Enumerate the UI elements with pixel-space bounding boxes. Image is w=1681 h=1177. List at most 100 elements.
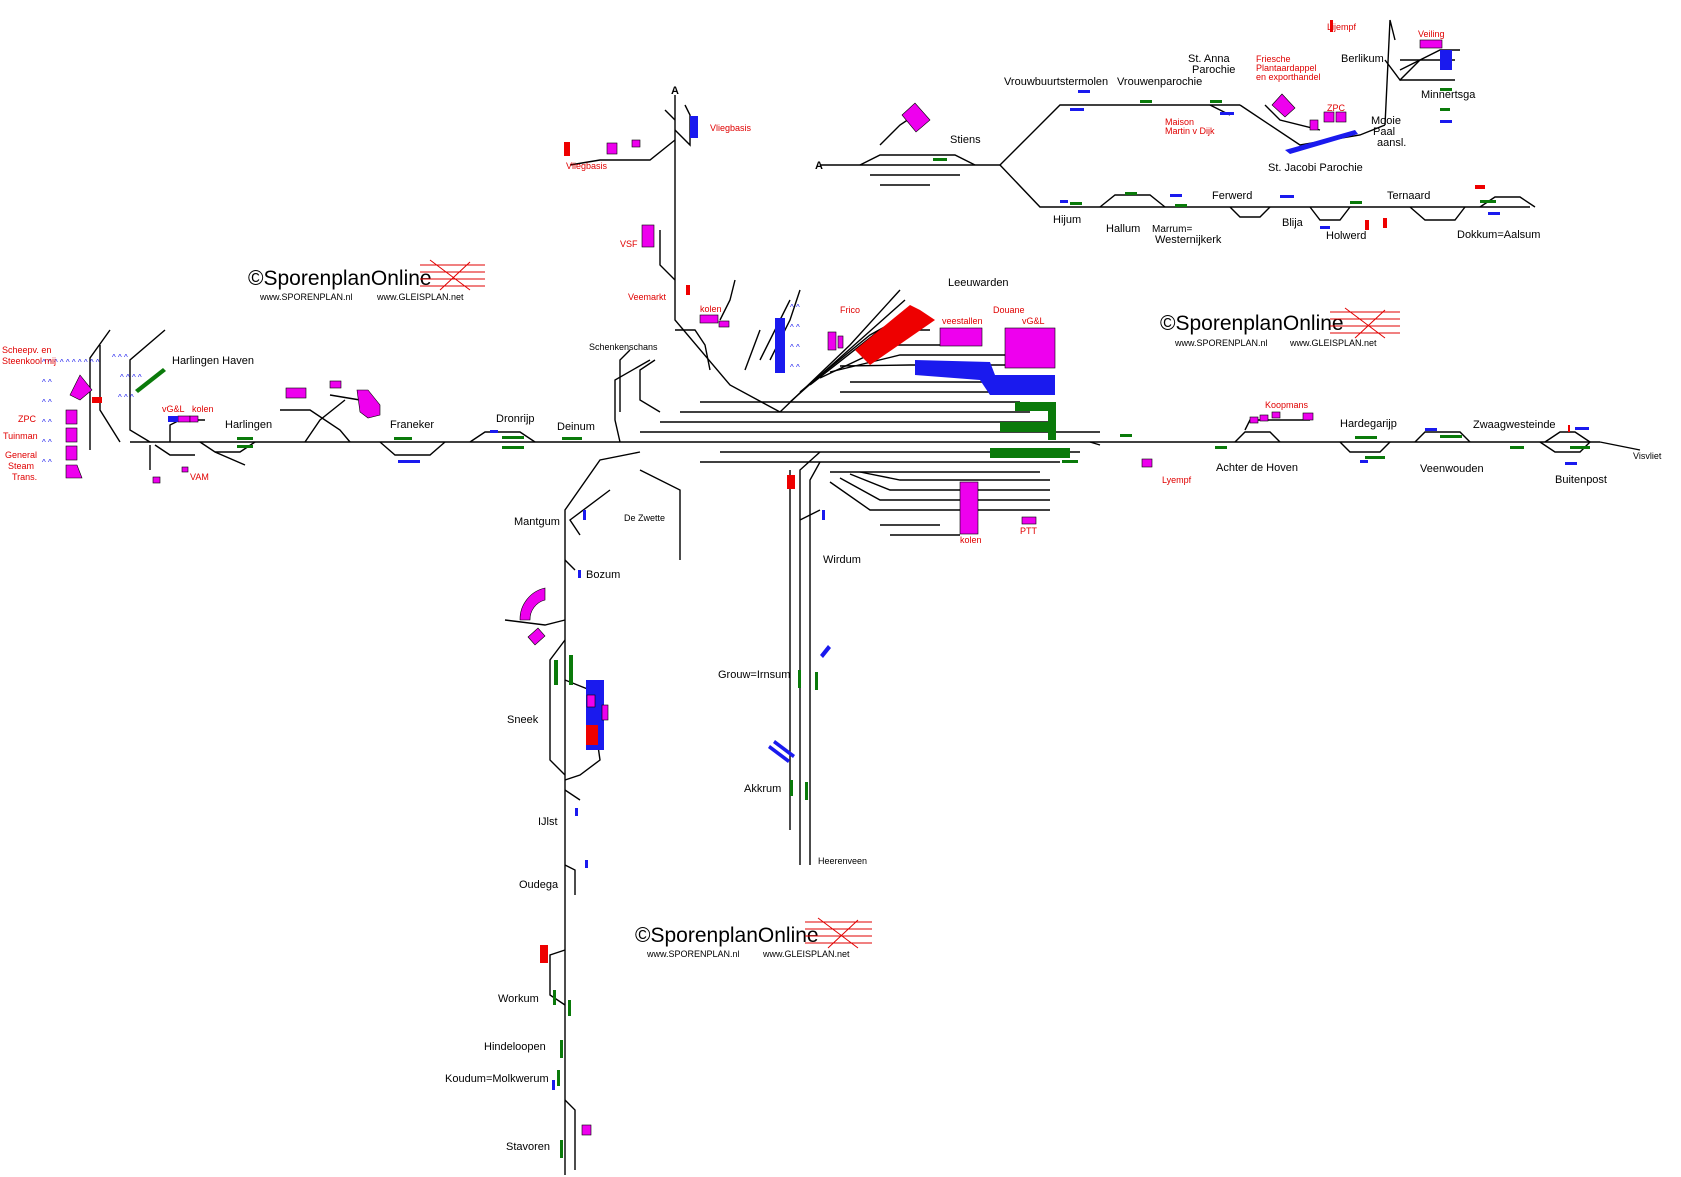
label-de-zwette: De Zwette — [624, 513, 665, 523]
label-veenwouden: Veenwouden — [1420, 463, 1484, 475]
label-buitenpost: Buitenpost — [1555, 474, 1607, 486]
label-grouw: Grouw=Irnsum — [718, 669, 790, 681]
watermark-url: www.SPORENPLAN.nl — [1174, 338, 1268, 348]
label-ptt: PTT — [1020, 526, 1038, 536]
industry-blocks — [65, 20, 1570, 1136]
label-marrum: Westernijkerk — [1155, 234, 1222, 246]
watermark-3: ©SporenplanOnline www.SPORENPLAN.nl www.… — [635, 917, 872, 959]
label-vam: VAM — [190, 472, 209, 482]
label-kolen: kolen — [960, 535, 982, 545]
label-mantgum: Mantgum — [514, 516, 560, 528]
label-dokkum: Dokkum=Aalsum — [1457, 229, 1540, 241]
track-network — [89, 19, 1641, 1175]
watermark-brand: ©SporenplanOnline — [248, 267, 432, 290]
label-ijlst: IJlst — [538, 816, 558, 828]
label-oudega: Oudega — [519, 879, 559, 891]
label-vliegbasis: Vliegbasis — [566, 161, 608, 171]
label-koopmans: Koopmans — [1265, 400, 1309, 410]
label-hallum: Hallum — [1106, 223, 1140, 235]
watermark-1: ©SporenplanOnline www.SPORENPLAN.nl www.… — [248, 259, 485, 302]
label-veiling: Veiling — [1418, 29, 1445, 39]
label-veestallen: veestallen — [942, 316, 983, 326]
svg-text:^ ^ ^ ^ ^ ^ ^ ^ ^ ^: ^ ^ ^ ^ ^ ^ ^ ^ ^ ^ — [42, 358, 100, 367]
label-douane: Douane — [993, 305, 1025, 315]
label-scheepv: Steenkool mij — [2, 356, 56, 366]
svg-text:^ ^ ^ ^: ^ ^ ^ ^ — [120, 373, 142, 382]
label-wirdum: Wirdum — [823, 554, 861, 566]
svg-text:^ ^: ^ ^ — [42, 418, 52, 427]
label-blija: Blija — [1282, 217, 1304, 229]
label-kolen: kolen — [700, 304, 722, 314]
label-general-steam: Steam — [8, 461, 34, 471]
watermark-url: www.SPORENPLAN.nl — [259, 292, 353, 302]
watermark-url: www.GLEISPLAN.net — [762, 949, 850, 959]
label-dronrijp: Dronrijp — [496, 413, 535, 425]
svg-text:^ ^: ^ ^ — [790, 363, 800, 372]
label-heerenveen: Heerenveen — [818, 856, 867, 866]
label-holwerd: Holwerd — [1326, 230, 1366, 242]
label-junction-a: A — [815, 160, 823, 172]
label-vsf: VSF — [620, 239, 638, 249]
watermark-brand: ©SporenplanOnline — [1160, 312, 1344, 335]
label-visvliet: Visvliet — [1633, 451, 1662, 461]
label-maison: Maison — [1165, 117, 1194, 127]
label-marrum: Marrum= — [1152, 224, 1192, 235]
label-leeuwarden: Leeuwarden — [948, 277, 1009, 289]
label-bozum: Bozum — [586, 569, 620, 581]
watermark-url: www.GLEISPLAN.net — [376, 292, 464, 302]
label-zwaagwesteinde: Zwaagwesteinde — [1473, 419, 1556, 431]
svg-text:^ ^: ^ ^ — [42, 438, 52, 447]
label-hindeloopen: Hindeloopen — [484, 1041, 546, 1053]
label-hardegarijp: Hardegarijp — [1340, 418, 1397, 430]
label-deinum: Deinum — [557, 421, 595, 433]
label-friesche: en exporthandel — [1256, 72, 1321, 82]
watermark-2: ©SporenplanOnline www.SPORENPLAN.nl www.… — [1160, 307, 1400, 348]
label-general-steam: Trans. — [12, 472, 37, 482]
label-veemarkt: Veemarkt — [628, 292, 667, 302]
label-friesche: Plantaardappel — [1256, 63, 1317, 73]
label-stiens: Stiens — [950, 134, 981, 146]
label-vgsl: vG&L — [1022, 316, 1045, 326]
watermark-url: www.GLEISPLAN.net — [1289, 338, 1377, 348]
label-lyempf: Lyempf — [1162, 475, 1192, 485]
label-vgsl: vG&L — [162, 404, 185, 414]
label-vrouwbuurtstermolen: Vrouwbuurtstermolen — [1004, 76, 1108, 88]
svg-text:^ ^: ^ ^ — [790, 343, 800, 352]
watermark-brand: ©SporenplanOnline — [635, 924, 819, 947]
label-ternaard: Ternaard — [1387, 190, 1430, 202]
watermark-url: www.SPORENPLAN.nl — [646, 949, 740, 959]
label-hijum: Hijum — [1053, 214, 1081, 226]
svg-text:^ ^: ^ ^ — [42, 458, 52, 467]
label-franeker: Franeker — [390, 419, 434, 431]
label-akkrum: Akkrum — [744, 783, 781, 795]
label-ferwerd: Ferwerd — [1212, 190, 1252, 202]
svg-text:^ ^: ^ ^ — [790, 303, 800, 312]
label-stavoren: Stavoren — [506, 1141, 550, 1153]
label-st-jacobi: St. Jacobi Parochie — [1268, 162, 1363, 174]
label-minnertsga: Minnertsga — [1421, 89, 1476, 101]
label-lijempf: Lijempf — [1327, 22, 1357, 32]
label-maison: Martin v Dijk — [1165, 126, 1215, 136]
label-mooie-paal: Paal — [1373, 126, 1395, 138]
label-junction-a: A — [671, 85, 679, 97]
svg-text:^ ^ ^: ^ ^ ^ — [112, 353, 128, 362]
station-labels: Harlingen Haven Harlingen Franeker Dronr… — [172, 53, 1662, 1153]
label-kolen: kolen — [192, 404, 214, 414]
svg-text:^ ^: ^ ^ — [790, 323, 800, 332]
svg-text:^ ^: ^ ^ — [42, 398, 52, 407]
label-berlikum: Berlikum — [1341, 53, 1384, 65]
label-zpc: ZPC — [1327, 103, 1346, 113]
platforms — [135, 88, 1590, 1158]
label-mooie-paal: aansl. — [1377, 137, 1406, 149]
label-friesche: Friesche — [1256, 54, 1291, 64]
label-st-anna: Parochie — [1192, 64, 1235, 76]
svg-text:^ ^ ^: ^ ^ ^ — [118, 393, 134, 402]
label-vrouwenparochie: Vrouwenparochie — [1117, 76, 1202, 88]
label-zpc: ZPC — [18, 414, 37, 424]
label-schenkenschans: Schenkenschans — [589, 342, 658, 352]
label-general-steam: General — [5, 450, 37, 460]
label-sneek: Sneek — [507, 714, 539, 726]
label-vliegbasis: Vliegbasis — [710, 123, 752, 133]
label-mooie-paal: Mooie — [1371, 115, 1401, 127]
